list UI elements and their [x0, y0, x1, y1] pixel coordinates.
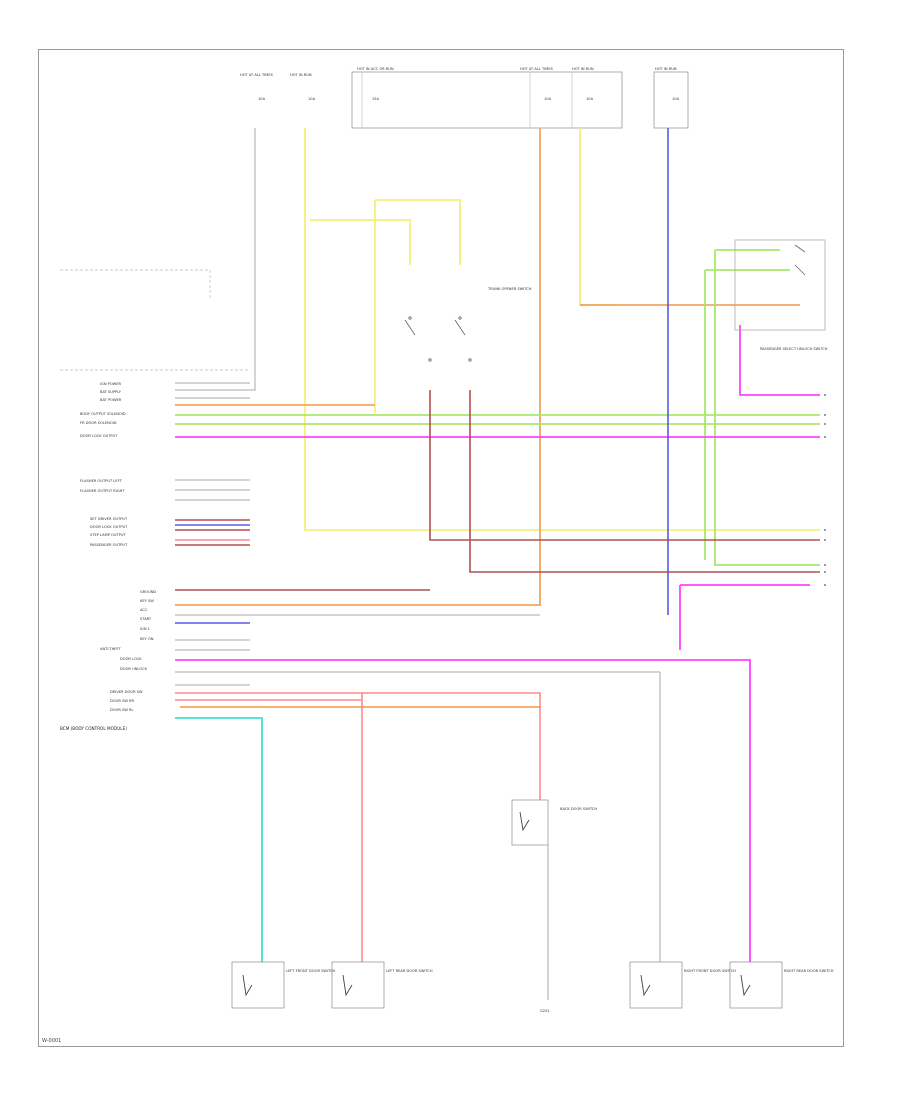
pin-label: PASSENGER OUTPUT — [90, 543, 128, 547]
pin-label: BODY OUTPUT SOLENOID — [80, 412, 126, 416]
right-switch-label: PASSENGER SELECT UNLOCK SWITCH — [760, 347, 828, 351]
wire-orange — [175, 128, 800, 708]
pin-label: FR DOOR SOLENOID — [80, 421, 117, 425]
bottom-switch-label-3: RIGHT FRONT DOOR SWITCH — [684, 969, 736, 973]
top-connector-label-4: HOT AT ALL TIMES — [520, 67, 554, 71]
pin-label: DOOR SW RR — [110, 699, 135, 703]
ground-label: G201 — [540, 1009, 550, 1013]
wire-yellow — [304, 128, 820, 531]
pin-label: IGN 1 — [140, 627, 150, 631]
bcm-title: BCM (BODY CONTROL MODULE) — [60, 726, 127, 731]
pin-label: START — [140, 617, 152, 621]
pin-label: KEY ON — [140, 637, 154, 641]
top-connector-label-5: HOT IN RUN — [572, 67, 594, 71]
diagram-code: W-0001 — [42, 1038, 62, 1044]
wire-red — [175, 539, 541, 970]
top-connector-label-2: HOT IN RUN — [290, 73, 312, 77]
diagram-frame — [38, 49, 844, 1047]
pin-label: ANTI-THEFT — [100, 647, 122, 651]
top-fuse-block — [351, 71, 689, 129]
pin-label: BAT POWER — [100, 398, 122, 402]
fuse-label-5: 10A — [586, 97, 594, 101]
fuse-label-3: 15A — [372, 97, 380, 101]
top-connector-label-1: HOT AT ALL TIMES — [240, 73, 274, 77]
bcm-boundary — [60, 269, 250, 371]
fuse-label-4: 10A — [544, 97, 552, 101]
wire-darkred — [175, 390, 820, 591]
terminal-dots — [824, 394, 826, 586]
fuse-label-1: 10A — [258, 97, 266, 101]
bottom-switch-boxes — [231, 799, 783, 1009]
pin-label: FLASHER OUTPUT RIGHT — [80, 489, 125, 493]
bcm-pin-labels: IGN POWER BAT SUPPLY BAT POWER BODY OUTP… — [80, 382, 156, 712]
bottom-switch-label-1: LEFT FRONT DOOR SWITCH — [286, 969, 335, 973]
pin-label: DOOR LOCK — [120, 657, 142, 661]
bottom-switch-label-4: RIGHT REAR DOOR SWITCH — [784, 969, 834, 973]
bottom-switch-label-2: LEFT REAR DOOR SWITCH — [386, 969, 433, 973]
wire-magenta — [175, 325, 820, 1000]
pin-label: ACC — [140, 608, 148, 612]
center-switch-label: BACK DOOR SWITCH — [560, 807, 597, 811]
wire-cyan — [175, 717, 263, 970]
pin-label: BAT SUPPLY — [100, 390, 122, 394]
pin-label: STEP LAMP OUTPUT — [90, 533, 126, 537]
pin-label: IGN POWER — [100, 382, 121, 386]
pin-label: GROUND — [140, 590, 156, 594]
pin-label: SET DRIVER OUTPUT — [90, 517, 128, 521]
bottom-switch-glyphs — [242, 811, 751, 997]
pin-label: DOOR UNLOCK — [120, 667, 148, 671]
pin-label: DOOR LOCK OUTPUT — [80, 434, 118, 438]
diagram-labels: HOT AT ALL TIMES HOT IN RUN HOT IN ACC O… — [60, 67, 834, 1013]
wire-gray — [175, 128, 661, 1000]
mid-switch-symbols — [404, 239, 826, 362]
fuse-label-6: 10A — [672, 97, 680, 101]
wire-blue — [175, 128, 669, 624]
pin-label: DOOR SW RL — [110, 708, 134, 712]
pin-label: KEY SW — [140, 599, 154, 603]
pin-label: DRIVER DOOR SW — [110, 690, 143, 694]
fuse-label-2: 10A — [308, 97, 316, 101]
pin-label: DOOR LOCK OUTPUT — [90, 525, 128, 529]
top-connector-label-6: HOT IN RUN — [655, 67, 677, 71]
mid-switch-label: TRUNK OPENER SWITCH — [487, 287, 532, 291]
pin-label: FLASHER OUTPUT LEFT — [80, 479, 123, 483]
wire-green — [175, 249, 820, 566]
top-connector-label-3: HOT IN ACC OR RUN — [357, 67, 394, 71]
